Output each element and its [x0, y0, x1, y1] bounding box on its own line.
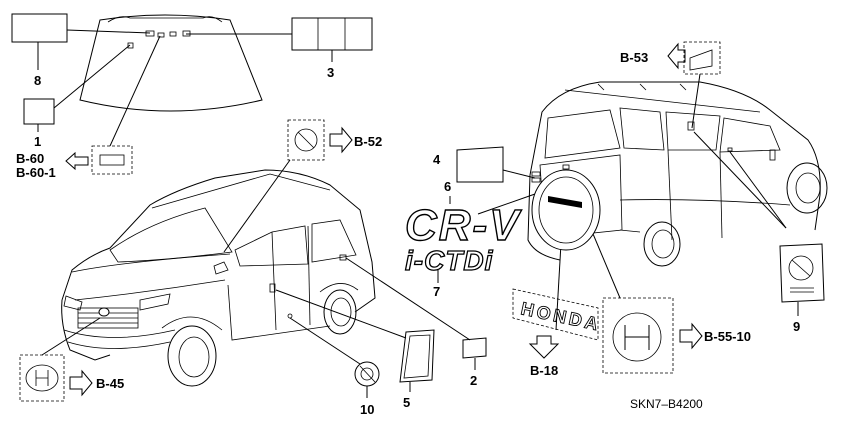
part-number-10: 10 [360, 402, 374, 417]
part-number-3: 3 [327, 65, 334, 80]
part-number-6: 6 [444, 179, 451, 194]
label-part-9 [693, 131, 825, 316]
crv-badge: CR-V [404, 193, 536, 251]
drawing-code: SKN7–B4200 [630, 397, 703, 411]
label-part-3 [186, 17, 373, 62]
ref-b45-indicator [19, 317, 101, 402]
part-number-4: 4 [433, 152, 441, 167]
ref-b45: B-45 [96, 376, 124, 391]
part-number-9: 9 [793, 319, 800, 334]
vehicle-rear-illustration [527, 81, 828, 267]
ref-b52: B-52 [354, 134, 382, 149]
ref-b18: B-18 [530, 363, 558, 378]
label-part-5 [275, 289, 435, 392]
crv-badge-text: CR-V [405, 201, 522, 250]
ref-b53-indicator [667, 41, 721, 129]
label-part-8 [11, 13, 151, 70]
hood-illustration [79, 14, 263, 112]
part-number-7: 7 [433, 284, 440, 299]
label-part-1 [23, 44, 131, 132]
ictdi-badge: i-CTDi [404, 244, 494, 283]
ref-b53: B-53 [620, 50, 648, 65]
part-number-5: 5 [403, 395, 410, 410]
ictdi-badge-text: i-CTDi [405, 245, 494, 276]
ref-b55-10: B-55-10 [704, 329, 751, 344]
label-part-10 [289, 317, 380, 398]
ref-b52-indicator [223, 119, 353, 253]
ref-b60-indicator [65, 35, 161, 175]
part-number-2: 2 [470, 373, 477, 388]
label-part-2 [345, 257, 487, 370]
ref-b60: B-60 [16, 151, 44, 166]
honda-badge-text: HONDA [519, 298, 602, 334]
ref-b60-1: B-60-1 [16, 165, 56, 180]
label-part-4 [456, 146, 536, 183]
ref-b55-10-indicator [587, 221, 703, 374]
part-number-8: 8 [34, 73, 41, 88]
part-number-1: 1 [34, 134, 41, 149]
vehicle-front-illustration [61, 169, 376, 387]
